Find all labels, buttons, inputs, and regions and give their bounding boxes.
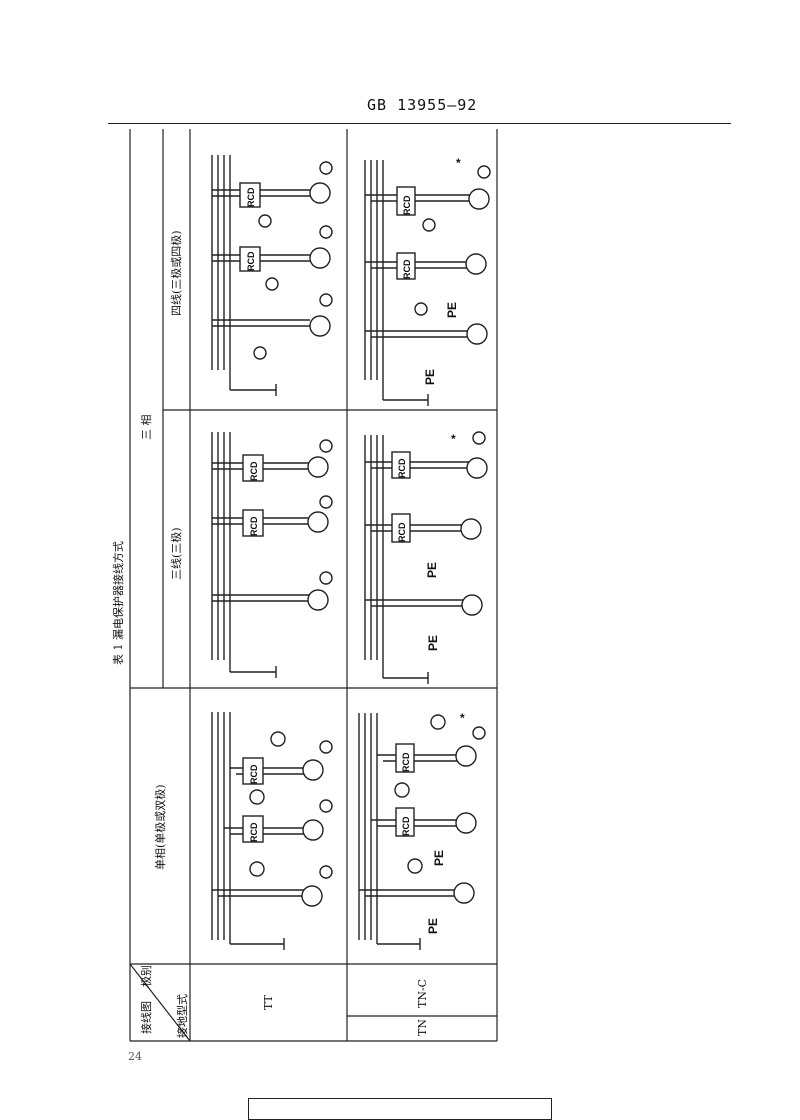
pe-label: PE: [425, 562, 439, 578]
diagram-tn-three-wire: [364, 431, 488, 684]
star-mark: *: [456, 156, 461, 170]
star-mark: *: [451, 432, 456, 446]
table-title-text: 表 1 漏电保护器接线方式: [111, 541, 125, 665]
column-four-wire: 四线(三极或四极): [169, 230, 183, 316]
table-grid: [129, 129, 498, 1042]
diagram-tt-three-wire: [211, 432, 333, 678]
rcd-label: RCD: [402, 259, 412, 279]
row-tt: TT: [262, 994, 275, 1010]
phase-header: 三 相: [140, 415, 153, 441]
diagram-tn-single: [358, 713, 486, 950]
column-single-phase: 单相(单极或双极): [153, 784, 167, 870]
corner-pole-label: 极别: [139, 965, 153, 987]
rcd-label: RCD: [246, 187, 256, 207]
corner-earthing-label: 接地型式: [175, 994, 189, 1038]
rcd-label: RCD: [401, 816, 411, 836]
pe-labels: PE PE PE PE PE PE: [423, 302, 459, 934]
column-three-wire: 三线(三极): [169, 527, 183, 580]
pe-label: PE: [426, 918, 440, 934]
pe-label: PE: [423, 369, 437, 385]
diagrams: [211, 155, 491, 950]
rcd-label: RCD: [249, 822, 259, 842]
row-tn-c: TN-C: [416, 979, 429, 1008]
star-mark: *: [460, 711, 465, 725]
rcd-label: RCD: [397, 458, 407, 478]
rcd-label: RCD: [401, 752, 411, 772]
corner-wiring-label: 接线图: [139, 1001, 153, 1034]
rcd-label: RCD: [402, 195, 412, 215]
rcd-label: RCD: [249, 516, 259, 536]
pe-label: PE: [426, 635, 440, 651]
phase-header-text: 三 相: [140, 415, 153, 441]
pe-label: PE: [445, 302, 459, 318]
diagram-tt-four-wire: [211, 155, 333, 396]
rcd-label: RCD: [397, 522, 407, 542]
star-marks: * * *: [451, 156, 465, 725]
standard-number: GB 13955—92: [367, 96, 478, 114]
rcd-label: RCD: [249, 764, 259, 784]
rcd-labels: RCD RCD RCD RCD RCD RCD RCD RCD RCD RCD …: [246, 187, 412, 842]
rcd-label: RCD: [246, 251, 256, 271]
diagram-tn-four-wire: [364, 160, 491, 406]
row-tn: TN: [416, 1019, 429, 1036]
page-number: 24: [128, 1050, 142, 1063]
header-rule: [108, 123, 731, 124]
rcd-label: RCD: [249, 461, 259, 481]
pe-label: PE: [432, 850, 446, 866]
diagram-tt-single: [211, 712, 333, 950]
table-title: 表 1 漏电保护器接线方式: [111, 541, 125, 665]
